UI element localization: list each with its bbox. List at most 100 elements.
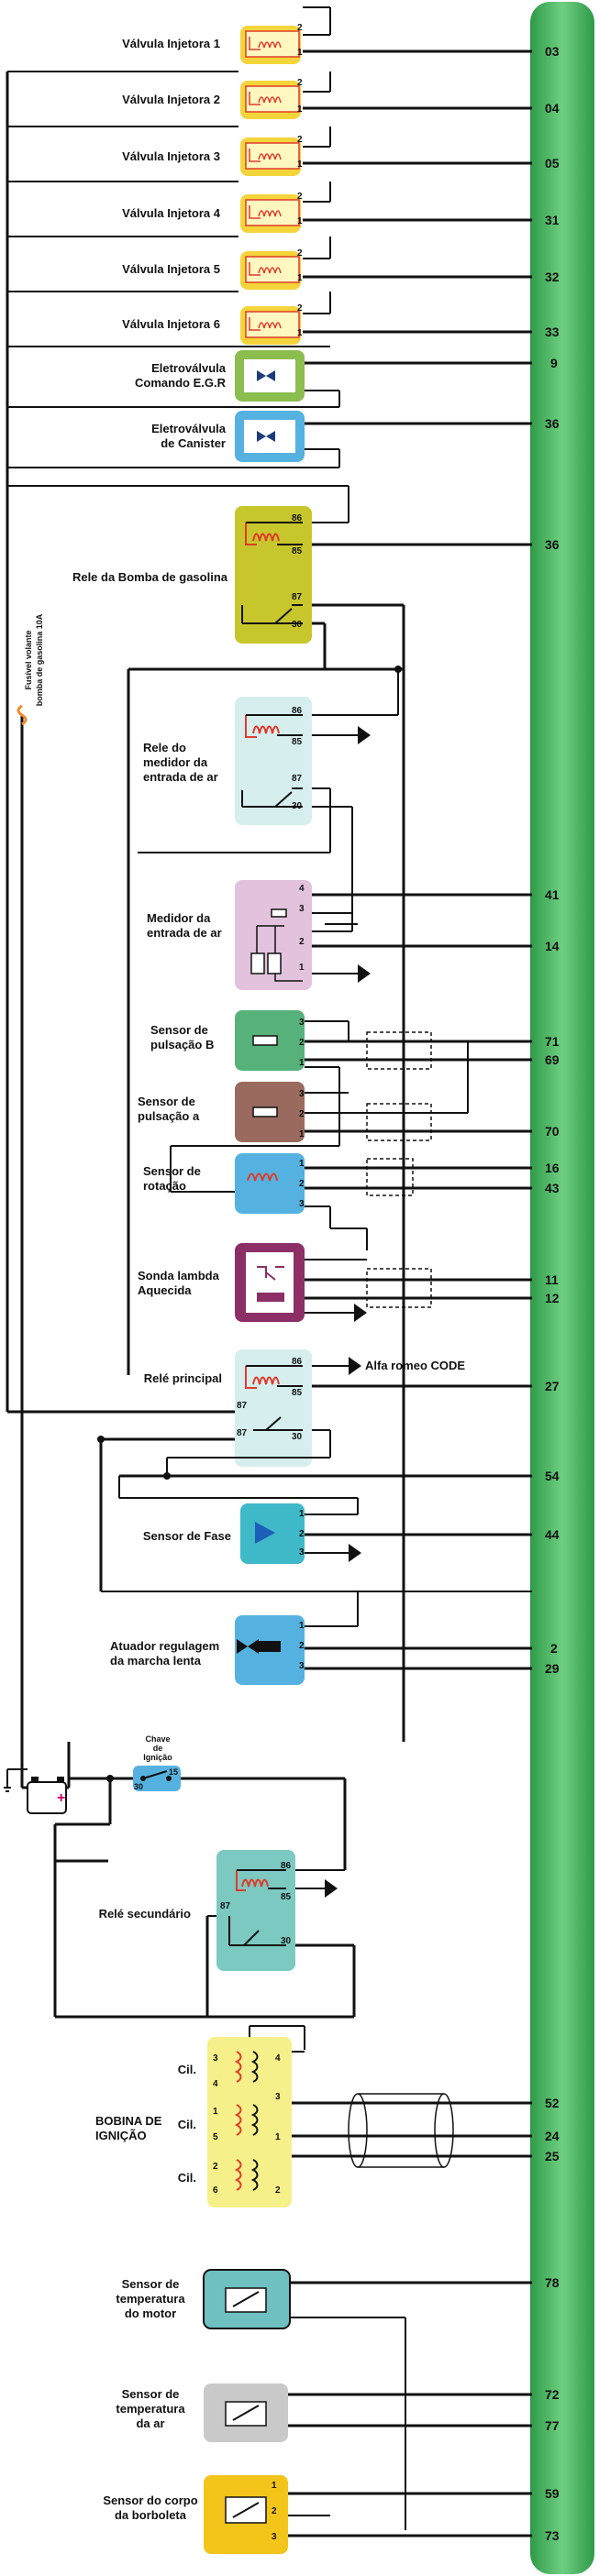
svg-text:3: 3 <box>299 1089 305 1099</box>
air-meter-label-2: entrada de ar <box>147 926 222 940</box>
egr-label-2: Comando E.G.R <box>135 376 227 390</box>
svg-text:1: 1 <box>275 2132 281 2142</box>
svg-text:1: 1 <box>299 1159 305 1169</box>
sensor-element-icon <box>252 1035 278 1046</box>
valve-icon <box>257 370 275 381</box>
coil-icon <box>249 37 282 50</box>
engine-temp-label-3: do motor <box>125 2306 176 2320</box>
coil-icon <box>247 1172 278 1182</box>
ecu-pin-05: 05 <box>545 156 560 171</box>
svg-text:5: 5 <box>213 2132 218 2142</box>
svg-text:3: 3 <box>299 1547 305 1558</box>
lambda-label-1: Sonda lambda <box>138 1269 220 1282</box>
pulse-b-label-1: Sensor de <box>150 1023 208 1037</box>
ecu-pin-31: 31 <box>545 213 560 227</box>
svg-text:86: 86 <box>281 1861 292 1871</box>
ecu-pin-69: 69 <box>545 1052 560 1067</box>
svg-text:4: 4 <box>213 2079 218 2089</box>
injector-1-label: Válvula Injetora 1 <box>122 37 220 50</box>
resistor-icon <box>271 908 287 918</box>
valve-icon <box>257 431 275 442</box>
coil-label-2: IGNIÇÃO <box>95 2129 147 2142</box>
battery: + <box>27 1777 67 1814</box>
ecu-pin-24: 24 <box>545 2129 560 2143</box>
phase-sensor-label: Sensor de Fase <box>143 1529 231 1543</box>
svg-text:2: 2 <box>299 937 305 947</box>
svg-text:2: 2 <box>299 1529 305 1539</box>
thermistor-icon <box>232 2291 260 2307</box>
svg-text:2: 2 <box>297 303 303 314</box>
ecu-pin-44: 44 <box>545 1527 560 1542</box>
main-relay-label: Relé principal <box>144 1371 222 1385</box>
ecu-pin-04: 04 <box>545 101 560 116</box>
ignition-switch: 30 15 <box>133 1766 181 1791</box>
svg-text:1: 1 <box>297 216 303 226</box>
injector-5-label: Válvula Injetora 5 <box>122 262 220 276</box>
relay-coil-icon <box>245 1375 280 1389</box>
ignition-label-1: Chave <box>145 1734 170 1744</box>
air-temp-label-3: da ar <box>136 2416 164 2430</box>
shield-cable-icon <box>366 1103 432 1141</box>
ecu-pin-12: 12 <box>545 1291 560 1305</box>
ecu-pin-78: 78 <box>545 2275 560 2290</box>
pulse-sensor-b: 3 2 1 <box>235 1010 305 1071</box>
svg-text:4: 4 <box>275 2053 281 2064</box>
svg-text:86: 86 <box>292 706 303 716</box>
ecu-pin-14: 14 <box>545 939 560 953</box>
svg-text:3: 3 <box>299 904 305 914</box>
svg-text:2: 2 <box>272 2506 277 2516</box>
potentiometer-icon <box>232 2502 260 2518</box>
canister-valve <box>7 411 532 468</box>
ecu-pin-29: 29 <box>545 1661 560 1676</box>
ecu-pins: 03 04 05 31 32 33 9 36 36 41 14 71 69 70… <box>545 44 560 2543</box>
ecu-pin-59: 59 <box>545 2486 560 2501</box>
svg-text:2: 2 <box>297 192 303 202</box>
svg-text:1: 1 <box>299 1058 305 1068</box>
svg-text:2: 2 <box>297 248 303 259</box>
svg-text:2: 2 <box>297 135 303 145</box>
svg-text:2: 2 <box>213 2162 218 2172</box>
relay-coil-icon <box>236 1878 269 1891</box>
svg-text:87: 87 <box>220 1901 231 1911</box>
svg-text:1: 1 <box>299 1621 305 1631</box>
coil-cil-1: Cil. <box>178 2063 196 2076</box>
coil-icon <box>234 2159 242 2191</box>
lambda-label-2: Aquecida <box>138 1283 192 1297</box>
svg-text:6: 6 <box>213 2185 218 2196</box>
ground-icon <box>4 1787 11 1792</box>
rotation-label-2: rotação <box>143 1179 186 1193</box>
relay-coil-icon <box>245 724 280 738</box>
air-relay-label-2: medidor da <box>143 755 208 769</box>
injector-4-label: Válvula Injetora 4 <box>122 206 221 220</box>
svg-text:2: 2 <box>299 1109 305 1119</box>
svg-text:87: 87 <box>292 592 303 602</box>
canister-label-2: de Canister <box>161 436 226 450</box>
ecu-pin-9: 9 <box>550 356 558 370</box>
ecu-pin-70: 70 <box>545 1124 560 1139</box>
svg-text:85: 85 <box>292 1388 303 1398</box>
air-temp-sensor <box>204 2383 288 2442</box>
ecu-pin-36b: 36 <box>545 537 560 552</box>
throttle-sensor: 1 2 3 <box>204 2475 288 2554</box>
air-temp-label-2: temperatura <box>116 2402 185 2416</box>
svg-text:4: 4 <box>299 884 305 894</box>
idle-label-1: Atuador regulagem <box>110 1639 219 1653</box>
sensor-element-icon <box>255 1522 275 1544</box>
air-relay-label-3: entrada de ar <box>143 770 218 784</box>
injector-1: 2 1 <box>7 7 532 72</box>
fuel-relay-label: Rele da Bomba de gasolina <box>72 570 228 584</box>
ecu-pin-41: 41 <box>545 887 560 902</box>
egr-label-1: Eletroválvula <box>151 361 227 375</box>
ecu-pin-52: 52 <box>545 2096 560 2110</box>
svg-text:3: 3 <box>275 2092 281 2102</box>
svg-text:85: 85 <box>292 546 303 556</box>
valve-icon <box>237 1639 259 1654</box>
ecu-pin-72: 72 <box>545 2387 560 2402</box>
svg-text:87: 87 <box>237 1428 248 1438</box>
svg-text:1: 1 <box>297 328 303 338</box>
ecu-pin-11: 11 <box>545 1272 559 1287</box>
svg-text:2: 2 <box>297 78 303 88</box>
coil-icon <box>250 2051 259 2083</box>
svg-text:1: 1 <box>297 273 303 283</box>
